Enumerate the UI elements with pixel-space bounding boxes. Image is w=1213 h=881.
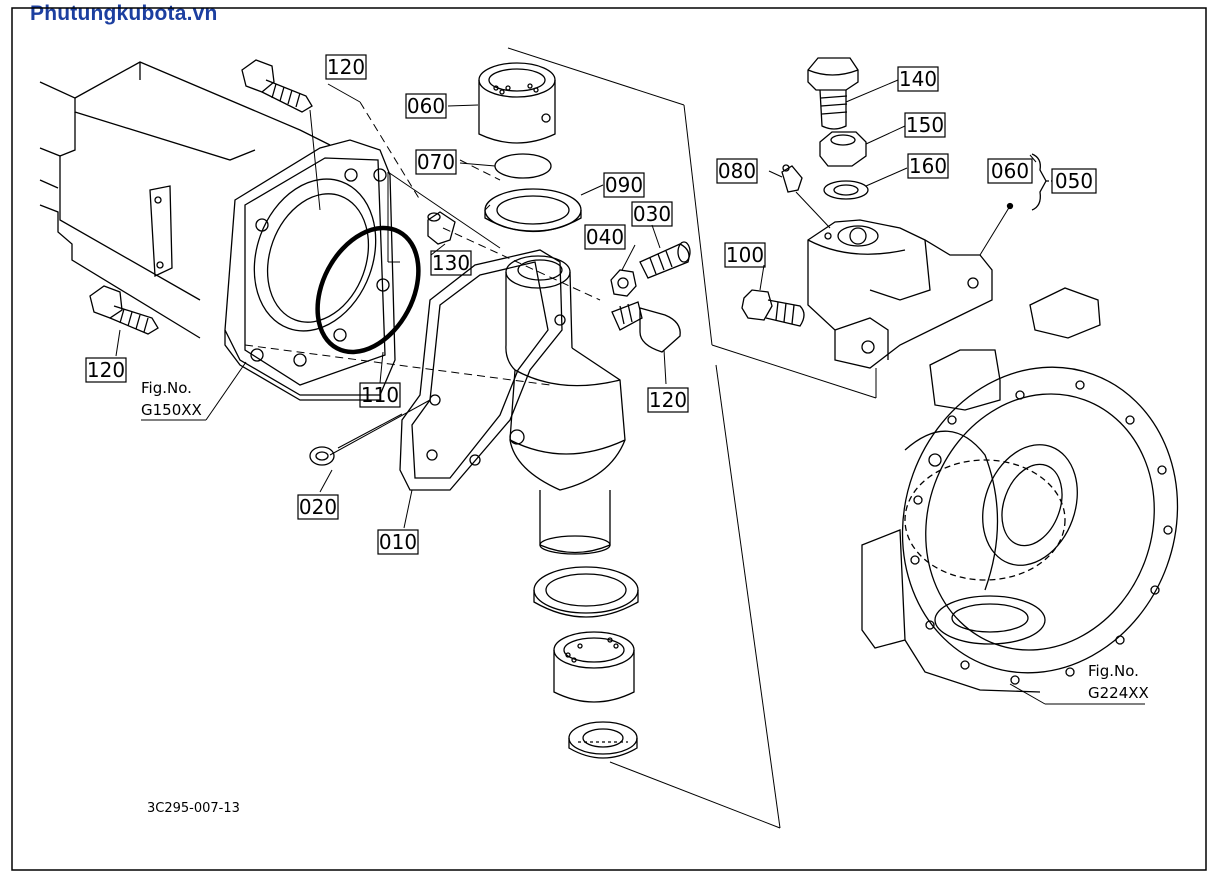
seal-090 (484, 188, 582, 233)
label-130: 130 (432, 251, 470, 275)
pin-130 (427, 211, 456, 245)
label-040: 040 (586, 225, 624, 249)
bearing-cup (533, 566, 639, 618)
washer-160 (823, 180, 869, 200)
grease-nipple-080 (781, 164, 803, 193)
label-060-upper: 060 (407, 94, 445, 118)
snap-ring-070 (494, 153, 552, 179)
label-080: 080 (718, 159, 756, 183)
stud-030 (639, 241, 691, 279)
bushing-060-lower (553, 631, 635, 703)
nut-150 (819, 131, 867, 167)
label-030: 030 (633, 202, 671, 226)
fig-ref-right-line1: Fig.No. (1088, 662, 1139, 680)
thrust-bearing (568, 721, 638, 759)
label-140: 140 (899, 67, 937, 91)
bolt-120-center (611, 301, 681, 353)
label-060-group: 060 (991, 159, 1029, 183)
label-120-center: 120 (649, 388, 687, 412)
nut-040 (610, 269, 637, 297)
label-020: 020 (299, 495, 337, 519)
plug-020 (309, 446, 335, 466)
kingpin-bracket-050 (807, 219, 993, 369)
fig-ref-right-line2: G224XX (1088, 684, 1149, 702)
diagram-frame (11, 7, 1207, 871)
axle-housing-drawing (39, 61, 396, 401)
label-050: 050 (1055, 169, 1093, 193)
label-090: 090 (605, 173, 643, 197)
diagram-code: 3C295-007-13 (147, 801, 240, 816)
label-110: 110 (361, 383, 399, 407)
label-100: 100 (726, 243, 764, 267)
bolt-100 (741, 289, 805, 327)
label-010: 010 (379, 530, 417, 554)
label-120-left: 120 (87, 358, 125, 382)
bushing-060-upper (478, 62, 556, 144)
o-ring-110 (315, 225, 421, 355)
bolt-140 (807, 57, 859, 130)
gear-case-010 (399, 249, 626, 555)
label-150: 150 (906, 113, 944, 137)
leader-lines (115, 47, 1145, 829)
bolt-120-top (241, 59, 313, 113)
fig-ref-left-line2: G150XX (141, 401, 202, 419)
label-160: 160 (909, 154, 947, 178)
group-bracket (1031, 153, 1047, 211)
final-case-drawing (861, 287, 1179, 693)
fig-ref-left-line1: Fig.No. (141, 379, 192, 397)
label-070: 070 (417, 150, 455, 174)
label-120-top: 120 (327, 55, 365, 79)
bolt-120-left (89, 285, 159, 335)
